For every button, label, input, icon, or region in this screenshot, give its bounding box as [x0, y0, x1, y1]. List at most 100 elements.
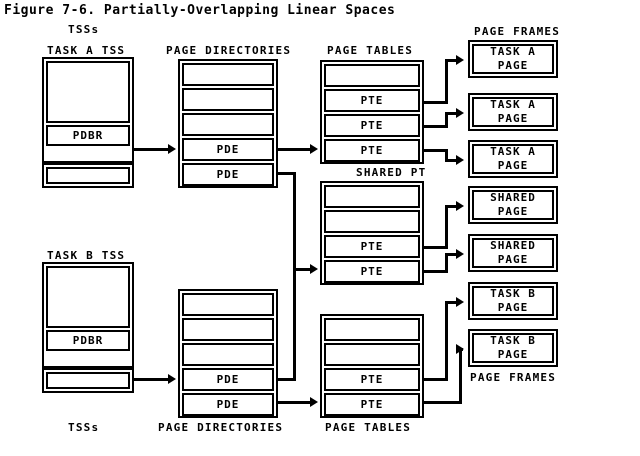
connector-pte-b1-h1	[424, 378, 448, 381]
connector-pde-b2	[278, 401, 312, 404]
arrowhead-frame-4	[456, 249, 464, 259]
connector-shared-pte2-h2	[445, 253, 460, 256]
arrowhead-frame-0	[456, 55, 464, 65]
connector-pde-b1-v	[293, 271, 296, 381]
arrowhead-pde-b2	[310, 397, 318, 407]
arrowhead-pde-a1	[310, 144, 318, 154]
arrowhead-pde-a2	[310, 264, 318, 274]
arrowhead-frame-2	[456, 155, 464, 165]
label-tss-bottom: TSSs	[68, 421, 100, 434]
page-table-a-box: PTE PTE PTE	[320, 60, 424, 164]
page-directory-b-box: PDE PDE	[178, 289, 278, 418]
tss-cell-empty-bottom	[46, 167, 130, 184]
connector-pde-a2-v	[293, 172, 296, 271]
page-table-b-box: PTE PTE	[320, 314, 424, 418]
label-page-directories-bottom: PAGE DIRECTORIES	[158, 421, 284, 434]
connector-pte-a3-h2	[445, 159, 460, 162]
label-page-tables-bottom: PAGE TABLES	[325, 421, 412, 434]
page-frame-3-line1: SHARED	[490, 191, 536, 205]
page-frame-5-line2: PAGE	[497, 301, 529, 314]
tss-b-cell-pdbr: PDBR	[46, 330, 130, 351]
shared-pte-cell-empty-2	[324, 210, 420, 233]
label-task-b-tss: TASK B TSS	[47, 249, 126, 262]
pde-cell-pde-1: PDE	[182, 138, 274, 161]
connector-pde-b1-h	[278, 378, 296, 381]
shared-page-table-box: PTE PTE	[320, 181, 424, 285]
page-frame-2-line1: TASK A	[490, 145, 536, 159]
shared-pte-cell-empty-1	[324, 185, 420, 208]
connector-pte-b2-h1	[424, 401, 462, 404]
pde-b-cell-empty-1	[182, 293, 274, 316]
pte-cell-empty-1	[324, 64, 420, 87]
connector-pdbr-b	[134, 378, 170, 381]
page-frame-5-line1: TASK B	[490, 287, 536, 301]
label-page-frames-bottom: PAGE FRAMES	[470, 371, 557, 384]
page-frame-4: SHARED PAGE	[468, 234, 558, 272]
tss-b-cell-empty-top	[46, 266, 130, 328]
pde-b-cell-pde-2: PDE	[182, 393, 274, 416]
task-b-tss-box-lower	[42, 368, 134, 393]
pte-b-cell-empty-2	[324, 343, 420, 366]
connector-pte-a3-v	[445, 149, 448, 162]
connector-pte-a3-h1	[424, 149, 448, 152]
pde-cell-empty-3	[182, 113, 274, 136]
connector-pdbr-a	[134, 148, 170, 151]
page-directory-a-box: PDE PDE	[178, 59, 278, 188]
pte-cell-pte-3: PTE	[324, 139, 420, 162]
tss-cell-pdbr: PDBR	[46, 125, 130, 146]
pte-b-cell-pte-2: PTE	[324, 393, 420, 416]
arrowhead-pdbr-b	[168, 374, 176, 384]
connector-shared-pte1-h2	[445, 205, 460, 208]
shared-pte-cell-pte-1: PTE	[324, 235, 420, 258]
pde-cell-empty-1	[182, 63, 274, 86]
connector-pte-b1-h2	[445, 301, 460, 304]
shared-pte-cell-pte-2: PTE	[324, 260, 420, 283]
connector-pte-a2-v	[445, 112, 448, 128]
arrowhead-frame-1	[456, 108, 464, 118]
page-frame-2: TASK A PAGE	[468, 140, 558, 178]
connector-shared-pte1-h1	[424, 246, 448, 249]
connector-pde-a2-h2	[293, 268, 312, 271]
page-frame-4-line1: SHARED	[490, 239, 536, 253]
figure-title: Figure 7-6. Partially-Overlapping Linear…	[4, 3, 396, 18]
task-b-tss-box: PDBR	[42, 262, 134, 368]
pde-b-cell-empty-2	[182, 318, 274, 341]
task-a-tss-box-lower	[42, 163, 134, 188]
arrowhead-frame-5	[456, 297, 464, 307]
pte-cell-pte-1: PTE	[324, 89, 420, 112]
label-task-a-tss: TASK A TSS	[47, 44, 126, 57]
connector-pte-a2-h1	[424, 125, 448, 128]
label-tss-top: TSSs	[68, 23, 100, 36]
connector-pte-a1-v	[445, 59, 448, 104]
tss-cell-empty-top	[46, 61, 130, 123]
page-frame-2-line2: PAGE	[497, 159, 529, 172]
page-frame-0-line2: PAGE	[497, 59, 529, 72]
label-shared-pt: SHARED PT	[356, 166, 427, 179]
connector-pde-a1	[278, 148, 312, 151]
connector-pte-a1-h2	[445, 59, 460, 62]
pte-b-cell-empty-1	[324, 318, 420, 341]
connector-pte-b1-v	[445, 301, 448, 381]
page-frame-1-line1: TASK A	[490, 98, 536, 112]
connector-pte-a1-h1	[424, 101, 448, 104]
task-a-tss-box: PDBR	[42, 57, 134, 163]
connector-pte-a2-h2	[445, 112, 460, 115]
pde-cell-empty-2	[182, 88, 274, 111]
page-frame-3: SHARED PAGE	[468, 186, 558, 224]
connector-shared-pte2-v	[445, 253, 448, 273]
label-page-tables-top: PAGE TABLES	[327, 44, 414, 57]
connector-shared-pte1-v	[445, 205, 448, 249]
connector-pde-a2-h1	[278, 172, 296, 175]
label-page-directories-top: PAGE DIRECTORIES	[166, 44, 292, 57]
tss-b-cell-empty-bottom	[46, 372, 130, 389]
page-frame-5: TASK B PAGE	[468, 282, 558, 320]
connector-shared-pte2-h1	[424, 270, 448, 273]
connector-pte-b2-v	[459, 348, 462, 404]
page-frame-0: TASK A PAGE	[468, 40, 558, 78]
page-frame-6-line1: TASK B	[490, 334, 536, 348]
page-frame-1-line2: PAGE	[497, 112, 529, 125]
page-frame-6-line2: PAGE	[497, 348, 529, 361]
arrowhead-pdbr-a	[168, 144, 176, 154]
pte-b-cell-pte-1: PTE	[324, 368, 420, 391]
